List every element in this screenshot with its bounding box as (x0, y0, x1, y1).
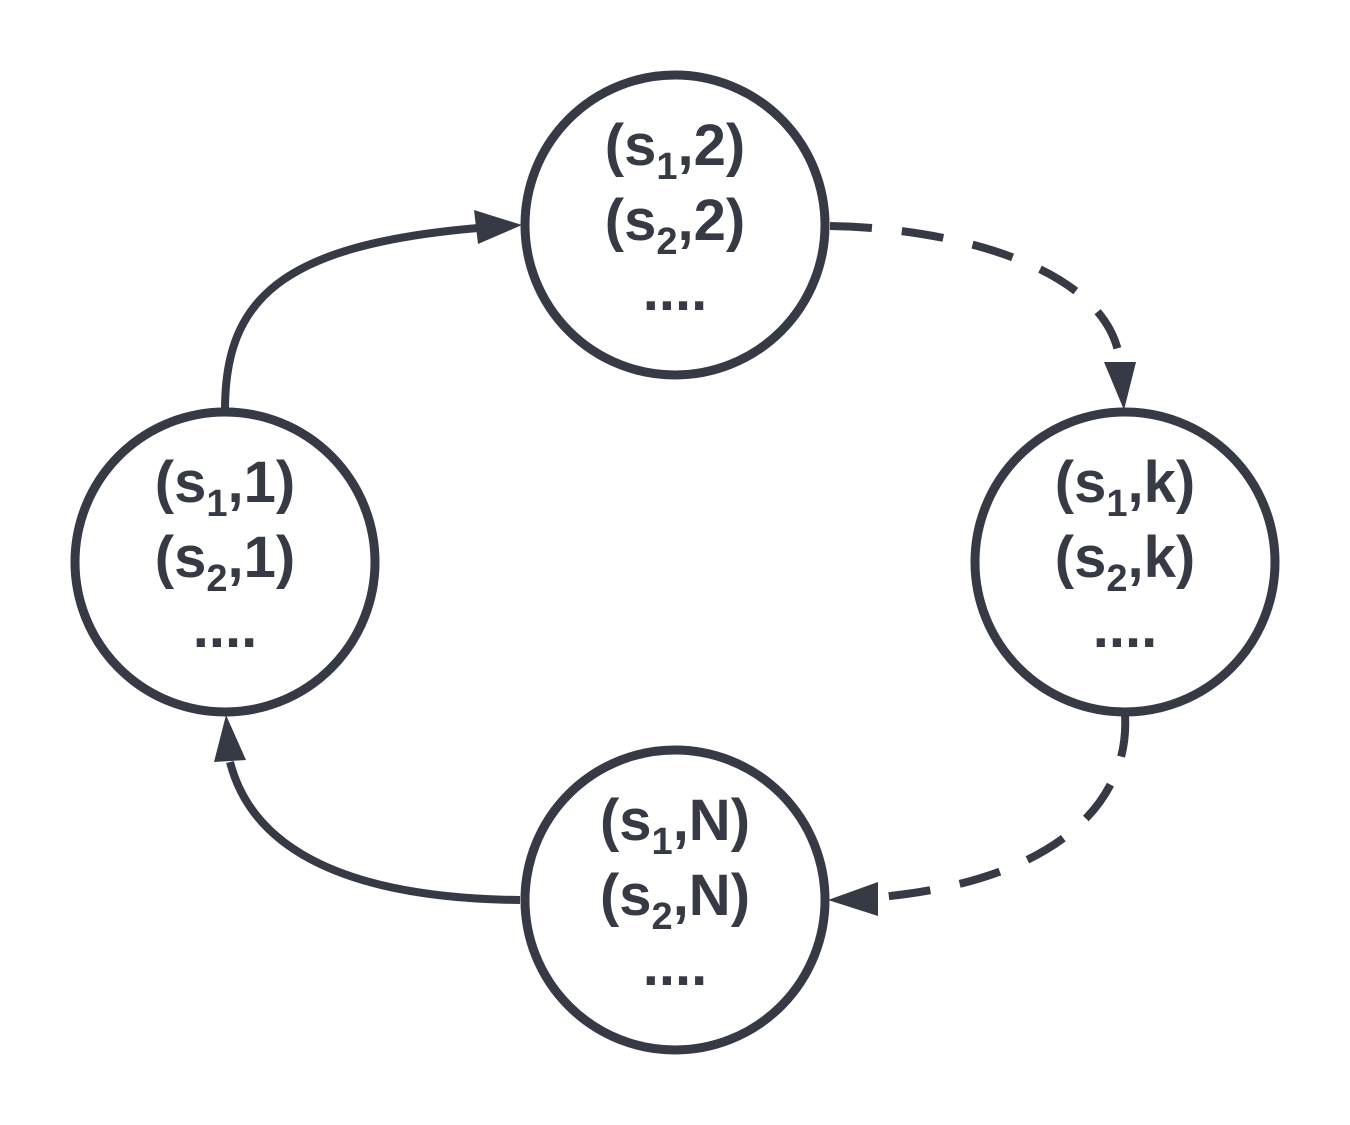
node-n-circle (520, 745, 830, 1055)
edge-n-to-1 (226, 761, 521, 904)
node-1-circle (70, 407, 380, 717)
node-k-ellipsis: .... (1093, 595, 1157, 660)
node-2: (s1,2) (s2,2) .... (520, 70, 830, 380)
arrowhead-into-node-n (828, 882, 878, 916)
node-n: (s1,N) (s2,N) .... (520, 745, 830, 1055)
node-n-line-1: (s1,N) (600, 788, 750, 863)
node-1-line-1: (s1,1) (155, 450, 295, 525)
node-2-circle (520, 70, 830, 380)
node-2-line-2: (s2,2) (605, 188, 745, 263)
node-k: (s1,k) (s2,k) .... (970, 407, 1280, 717)
arrowhead-into-node-2 (474, 210, 522, 244)
edge-k-to-n (879, 714, 1130, 901)
node-n-ellipsis: .... (643, 933, 707, 998)
node-1: (s1,1) (s2,1) .... (70, 407, 380, 717)
edge-1-to-2 (221, 224, 479, 411)
node-k-circle (970, 407, 1280, 717)
node-1-ellipsis: .... (193, 595, 257, 660)
edge-2-to-k (829, 222, 1124, 363)
arrowhead-into-node-k (1104, 362, 1136, 410)
node-k-line-2: (s2,k) (1055, 525, 1195, 600)
node-2-ellipsis: .... (643, 258, 707, 323)
node-2-line-1: (s1,2) (605, 113, 745, 188)
node-n-line-2: (s2,N) (600, 863, 750, 938)
arrowhead-into-node-1 (214, 715, 246, 762)
node-k-line-1: (s1,k) (1055, 450, 1195, 525)
node-1-line-2: (s2,1) (155, 525, 295, 600)
edges (214, 210, 1136, 916)
